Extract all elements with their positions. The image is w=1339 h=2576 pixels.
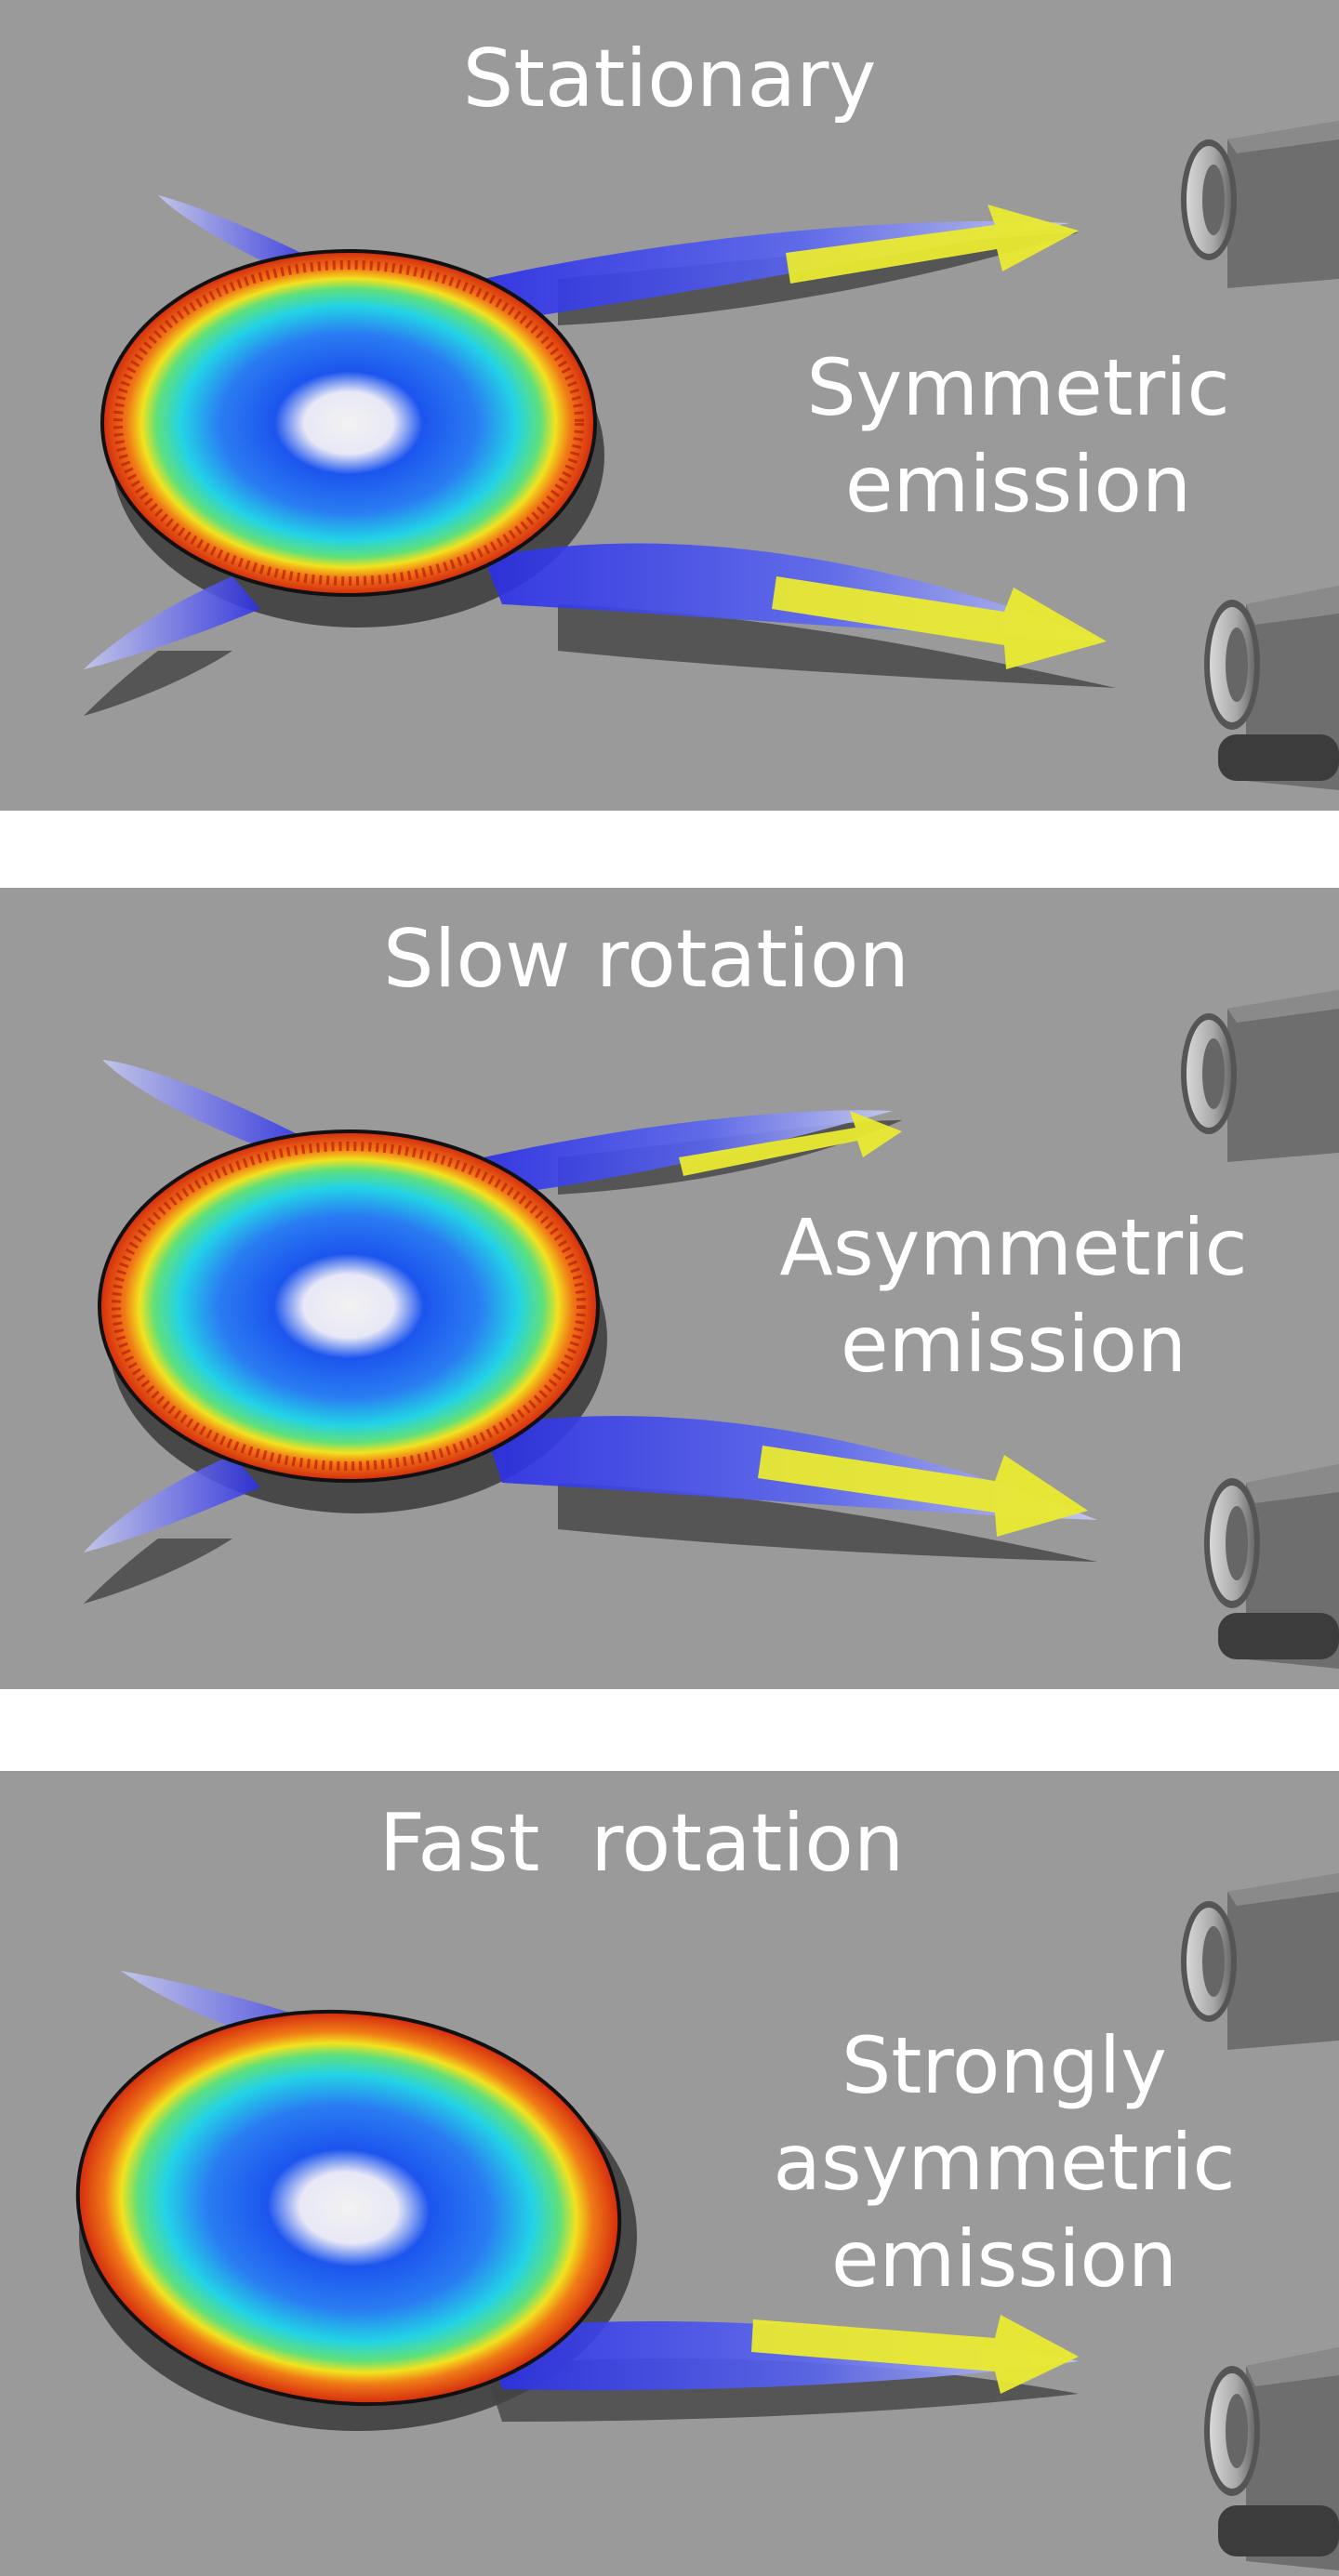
disc-cavity — [98, 1129, 600, 1483]
emission-lobe-lower-left — [84, 576, 260, 669]
panel-caption: Strongly asymmetric emission — [773, 2020, 1236, 2305]
stationary-illustration — [84, 121, 1339, 790]
panel-stationary: Stationary Symmetric emission — [0, 0, 1339, 811]
emission-arrow-lower — [751, 2315, 1079, 2394]
camera-lower-icon — [1204, 2347, 1339, 2570]
emission-arrow-upper — [786, 205, 1079, 284]
emission-arrow-upper — [679, 1111, 902, 1176]
slow-rotation-illustration — [84, 990, 1339, 1669]
panel-fast-rotation: Fast rotation Strongly asymmetric emissi… — [0, 1771, 1339, 2576]
camera-lower-icon — [1204, 1464, 1339, 1669]
panel-title: Slow rotation — [382, 913, 909, 1006]
camera-upper-icon — [1181, 990, 1339, 1162]
emission-lobe-lower-left — [84, 1455, 260, 1552]
camera-upper-icon — [1181, 1873, 1339, 2050]
panel-caption: Asymmetric emission — [779, 1202, 1248, 1390]
emission-arrow-lower — [758, 1446, 1088, 1537]
disc-cavity — [75, 2009, 622, 2407]
emission-lobe-upper-left — [102, 1060, 307, 1157]
camera-lower-icon — [1204, 586, 1339, 790]
panel-caption: Symmetric emission — [806, 342, 1230, 530]
disc-cavity — [100, 249, 597, 597]
fast-rotation-illustration — [75, 1873, 1339, 2570]
panel-slow-rotation: Slow rotation Asymmetric emission — [0, 888, 1339, 1689]
emission-arrow-lower — [772, 576, 1107, 669]
camera-upper-icon — [1181, 121, 1339, 288]
emission-lobe-upper-right — [484, 1110, 893, 1195]
panel-title: Stationary — [462, 33, 877, 125]
panel-title: Fast rotation — [378, 1797, 905, 1890]
